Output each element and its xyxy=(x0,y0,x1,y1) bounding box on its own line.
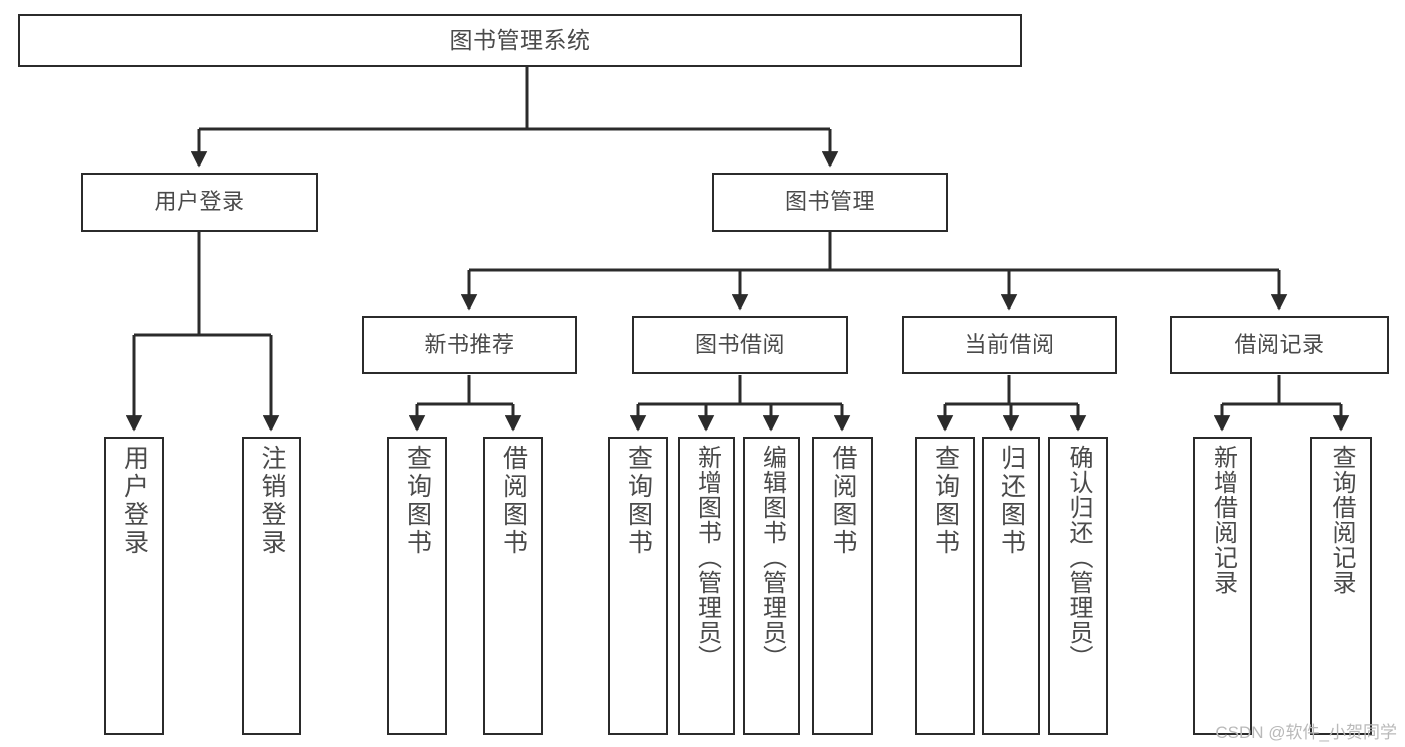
node-new-book-recommend-label: 新书推荐 xyxy=(424,331,515,357)
node-leaf-confirm-return-label: 确认归还（管理员） xyxy=(1065,445,1092,670)
node-leaf-edit-book-label: 编辑图书（管理员） xyxy=(758,445,786,670)
node-leaf-borrow-book-1-label: 借阅图书 xyxy=(499,445,528,557)
node-leaf-add-record-label: 新增借阅记录 xyxy=(1209,445,1237,595)
node-leaf-query-book-2-label: 查询图书 xyxy=(624,445,653,557)
node-leaf-borrow-book-2[interactable]: 借阅图书 xyxy=(812,437,873,735)
node-user-login-label: 用户登录 xyxy=(154,189,245,215)
node-book-manage[interactable]: 图书管理 xyxy=(712,173,948,232)
node-borrow-record[interactable]: 借阅记录 xyxy=(1170,316,1389,374)
node-leaf-return-book[interactable]: 归还图书 xyxy=(982,437,1040,735)
watermark: CSDN @软件_小贺同学 xyxy=(1215,723,1397,742)
node-leaf-user-login[interactable]: 用户登录 xyxy=(104,437,164,735)
node-borrow-record-label: 借阅记录 xyxy=(1234,331,1325,357)
node-current-borrow[interactable]: 当前借阅 xyxy=(902,316,1117,374)
node-leaf-logout-login-label: 注销登录 xyxy=(258,445,286,557)
node-root-label: 图书管理系统 xyxy=(449,26,591,53)
node-leaf-return-book-label: 归还图书 xyxy=(997,445,1026,557)
node-book-borrow[interactable]: 图书借阅 xyxy=(632,316,848,374)
node-user-login[interactable]: 用户登录 xyxy=(81,173,318,232)
node-leaf-add-book[interactable]: 新增图书（管理员） xyxy=(678,437,735,735)
node-leaf-query-book-2[interactable]: 查询图书 xyxy=(608,437,668,735)
node-leaf-logout-login[interactable]: 注销登录 xyxy=(242,437,301,735)
node-leaf-query-book-3-label: 查询图书 xyxy=(931,445,960,557)
node-new-book-recommend[interactable]: 新书推荐 xyxy=(362,316,577,374)
node-leaf-add-book-label: 新增图书（管理员） xyxy=(693,445,721,670)
node-root[interactable]: 图书管理系统 xyxy=(18,14,1022,67)
node-leaf-borrow-book-1[interactable]: 借阅图书 xyxy=(483,437,543,735)
node-current-borrow-label: 当前借阅 xyxy=(964,331,1055,357)
node-leaf-confirm-return[interactable]: 确认归还（管理员） xyxy=(1048,437,1108,735)
node-book-manage-label: 图书管理 xyxy=(784,189,875,215)
node-book-borrow-label: 图书借阅 xyxy=(694,331,785,357)
node-leaf-query-book-3[interactable]: 查询图书 xyxy=(915,437,975,735)
node-leaf-query-record[interactable]: 查询借阅记录 xyxy=(1310,437,1372,735)
node-leaf-edit-book[interactable]: 编辑图书（管理员） xyxy=(743,437,800,735)
node-leaf-borrow-book-2-label: 借阅图书 xyxy=(829,445,857,557)
node-leaf-add-record[interactable]: 新增借阅记录 xyxy=(1193,437,1252,735)
node-leaf-query-book-1-label: 查询图书 xyxy=(403,445,432,557)
node-leaf-user-login-label: 用户登录 xyxy=(120,445,149,557)
node-leaf-query-book-1[interactable]: 查询图书 xyxy=(387,437,447,735)
node-leaf-query-record-label: 查询借阅记录 xyxy=(1328,445,1355,595)
